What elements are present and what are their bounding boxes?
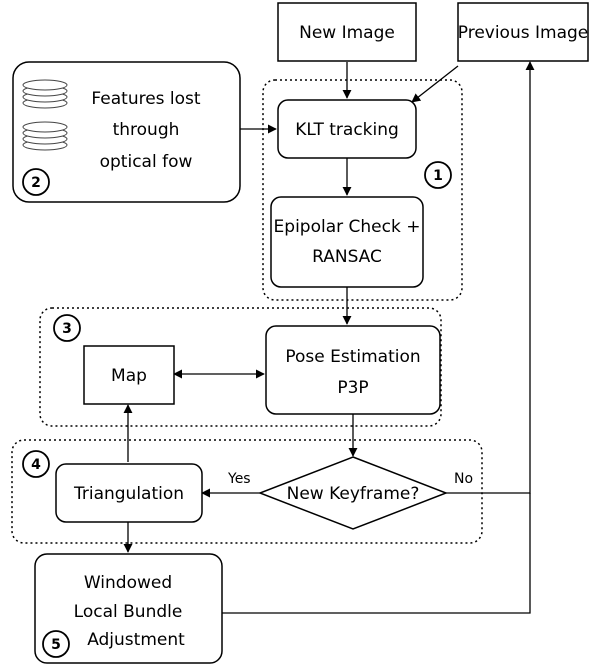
node-pose-line-2: P3P <box>337 378 368 398</box>
badge-3-label: 3 <box>62 321 72 337</box>
node-triangulation-label: Triangulation <box>73 484 184 504</box>
database-icon <box>22 79 68 109</box>
node-ba-line-3: Adjustment <box>87 630 185 650</box>
node-new-keyframe <box>257 456 449 530</box>
node-new-image-label: New Image <box>299 23 395 43</box>
badge-4: 4 <box>22 450 50 478</box>
badge-5: 5 <box>42 630 70 658</box>
badge-2-label: 2 <box>31 175 41 191</box>
badge-3: 3 <box>53 314 81 342</box>
node-features-lost-line-1: Features lost <box>91 89 200 109</box>
edge-label-yes: Yes <box>227 471 251 487</box>
node-triangulation <box>55 463 203 523</box>
badge-1: 1 <box>424 161 452 189</box>
node-previous-image <box>457 2 589 62</box>
group-1-tracking <box>262 79 463 301</box>
node-map <box>83 345 175 405</box>
edge-ba-previous <box>222 493 531 614</box>
node-new-keyframe-label: New Keyframe? <box>287 484 420 504</box>
badge-4-label: 4 <box>31 457 41 473</box>
badge-5-label: 5 <box>51 637 61 653</box>
node-epipolar-line-1: Epipolar Check + <box>274 217 421 237</box>
badge-1-label: 1 <box>433 168 443 184</box>
node-features-lost <box>12 61 241 203</box>
node-klt-tracking <box>277 99 417 159</box>
group-3-pose <box>39 307 442 427</box>
node-pose-estimation <box>265 325 441 415</box>
node-previous-image-label: Previous Image <box>458 23 589 43</box>
node-klt-tracking-label: KLT tracking <box>295 120 399 140</box>
node-pose-line-1: Pose Estimation <box>285 347 420 367</box>
node-ba-line-1: Windowed <box>84 573 172 593</box>
node-epipolar-check <box>270 196 424 288</box>
group-4-keyframe <box>11 439 483 544</box>
node-new-image <box>277 2 417 62</box>
node-features-lost-line-3: optical fow <box>100 152 193 172</box>
edge-label-no: No <box>454 471 473 487</box>
node-features-lost-line-2: through <box>113 120 180 140</box>
edge-previous-klt <box>411 65 459 103</box>
node-ba-line-2: Local Bundle <box>74 602 183 622</box>
edge-keyframe-previous-no <box>446 61 535 494</box>
node-epipolar-line-2: RANSAC <box>312 247 382 267</box>
node-bundle-adjustment <box>34 553 223 664</box>
badge-2: 2 <box>22 168 50 196</box>
database-icon <box>22 121 68 151</box>
node-map-label: Map <box>111 366 147 386</box>
